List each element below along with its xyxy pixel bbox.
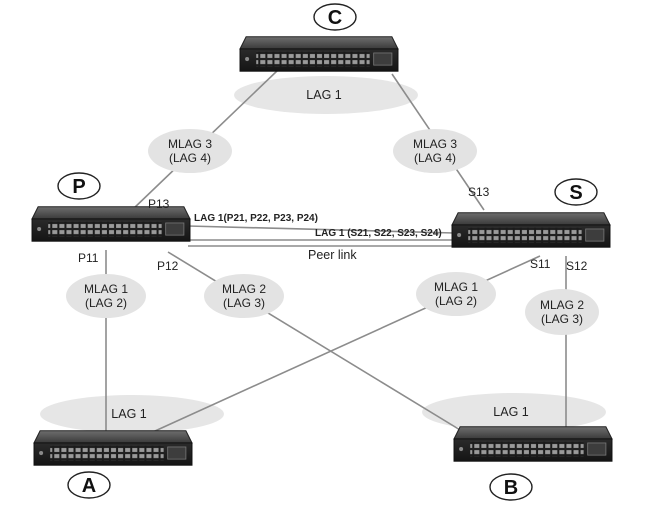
switch-s: [451, 212, 611, 248]
mlag1-right-line2: (LAG 2): [435, 294, 477, 308]
mlag1-left-ellipse: [66, 274, 146, 318]
port-p12-label: P12: [157, 259, 179, 273]
mlag3-right-line1: MLAG 3: [413, 137, 457, 151]
mlag1-right-line1: MLAG 1: [434, 280, 478, 294]
mlag1-left-line2: (LAG 2): [85, 296, 127, 310]
node-labels: C P S A B: [57, 3, 598, 501]
mlag2-left-line1: MLAG 2: [222, 282, 266, 296]
node-c-label: C: [328, 7, 342, 29]
port-s13-label: S13: [468, 185, 490, 199]
s-lag-label: LAG 1 (S21, S22, S23, S24): [315, 228, 442, 239]
mlag2-right-ellipse: [525, 289, 599, 335]
node-p-label: P: [72, 176, 85, 198]
mlag2-right-line2: (LAG 3): [541, 312, 583, 326]
c-lag-label: LAG 1: [306, 88, 341, 102]
p-lag-label: LAG 1(P21, P22, P23, P24): [194, 213, 318, 224]
switch-a: [33, 430, 193, 466]
port-p11-label: P11: [78, 251, 99, 265]
switch-p: [31, 206, 191, 242]
peer-link-label: Peer link: [308, 248, 357, 262]
b-lag-ellipse: [422, 393, 606, 431]
switch-b: [453, 426, 613, 462]
node-c-circle: [313, 3, 357, 31]
node-s-circle: [554, 178, 598, 206]
mlag2-right-line1: MLAG 2: [540, 298, 584, 312]
c-lag-ellipse: [234, 76, 418, 114]
mlag2-left-ellipse: [204, 274, 284, 318]
port-s11-label: S11: [530, 257, 551, 271]
node-b-label: B: [504, 477, 518, 499]
mlag3-left-line2: (LAG 4): [169, 151, 211, 165]
a-lag-label: LAG 1: [111, 407, 146, 421]
mlag1-left-line1: MLAG 1: [84, 282, 128, 296]
mlag1-right-ellipse: [416, 272, 496, 316]
switch-c: [239, 36, 399, 72]
mlag3-right-line2: (LAG 4): [414, 151, 456, 165]
lag-p-s-line: [187, 225, 455, 234]
mlag-groups: [66, 129, 599, 335]
a-lag-ellipse: [40, 395, 224, 433]
node-s-label: S: [569, 182, 582, 204]
port-p13-label: P13: [148, 197, 170, 211]
port-s12-label: S12: [566, 259, 588, 273]
node-p-circle: [57, 172, 101, 200]
mlag3-left-ellipse: [148, 129, 232, 173]
mlag3-left-line1: MLAG 3: [168, 137, 212, 151]
b-lag-label: LAG 1: [493, 405, 528, 419]
node-a-label: A: [82, 475, 96, 497]
node-b-circle: [489, 473, 533, 501]
mlag3-right-ellipse: [393, 129, 477, 173]
node-a-circle: [67, 471, 111, 499]
mlag2-left-line2: (LAG 3): [223, 296, 265, 310]
